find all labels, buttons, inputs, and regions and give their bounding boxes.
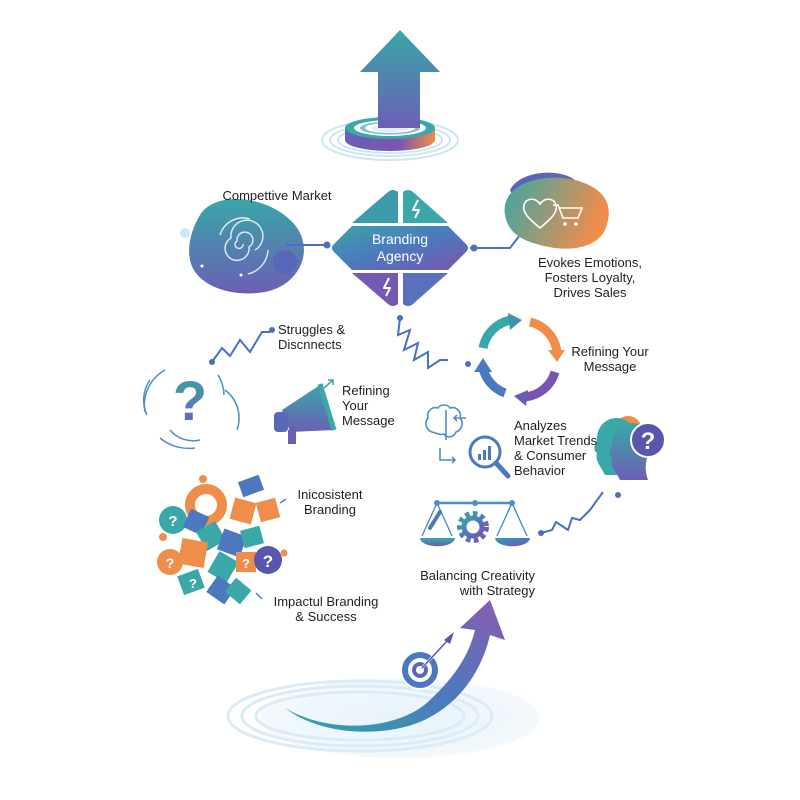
svg-text:?: ? xyxy=(168,513,177,530)
label-struggles: Struggles & Discnnects xyxy=(278,322,358,352)
zigzag-line xyxy=(396,317,448,370)
label-line: Behavior xyxy=(514,463,566,478)
label-analyzes: Analyzes Market Trends & Consumer Behavi… xyxy=(514,418,604,478)
label-line: Discnnects xyxy=(278,337,342,352)
label-evokes: Evokes Emotions, Fosters Loyalty, Drives… xyxy=(530,255,650,300)
spiral-blob-icon xyxy=(180,198,304,294)
zigzag-line xyxy=(540,491,604,534)
branding-agency-diamond xyxy=(332,190,468,306)
label-line: Market Trends xyxy=(514,433,598,448)
label-line: Your xyxy=(342,398,369,413)
lightning-bolt-icon xyxy=(383,277,391,297)
label-balancing: Balancing Creativity with Strategy xyxy=(405,568,535,598)
label-competitive-market: Compettive Market xyxy=(222,188,332,203)
label-text: Compettive Market xyxy=(222,188,332,203)
scattered-shapes-icon: ? ? ? ? ? xyxy=(157,474,288,605)
label-line: Struggles & xyxy=(278,322,346,337)
cycle-arrows-icon xyxy=(474,313,565,406)
heads-question-icon: ? xyxy=(594,416,666,480)
label-refining-cycle: Refining Your Message xyxy=(562,344,658,374)
label-line: Refining Your xyxy=(571,344,649,359)
label-impactful: Impactul Branding & Success xyxy=(266,594,386,624)
megaphone-icon xyxy=(274,379,337,444)
label-line: & Success xyxy=(295,609,357,624)
label-line: Inicosistent xyxy=(297,487,363,502)
label-line: Drives Sales xyxy=(553,285,627,300)
label-line: Analyzes xyxy=(514,418,567,433)
label-inconsistent: Inicosistent Branding xyxy=(290,487,370,517)
heart-cart-icon xyxy=(504,172,609,249)
label-branding-agency: Branding Agency xyxy=(350,231,450,265)
brain-magnifier-icon xyxy=(425,404,511,479)
lightning-bolt-icon xyxy=(412,199,420,219)
label-line: Fosters Loyalty, xyxy=(544,270,636,285)
svg-text:?: ? xyxy=(166,555,175,571)
label-line: Evokes Emotions, xyxy=(537,255,643,270)
label-line: Refining xyxy=(342,383,390,398)
label-line: with Strategy xyxy=(459,583,535,598)
label-line: Message xyxy=(583,359,637,374)
label-line: Impactul Branding xyxy=(273,594,379,609)
label-line: Message xyxy=(342,413,395,428)
label-line: & Consumer xyxy=(514,448,587,463)
svg-text:?: ? xyxy=(263,552,273,571)
zigzag-line xyxy=(211,331,270,363)
label-refining-megaphone: Refining Your Message xyxy=(342,383,412,428)
title-line: Branding xyxy=(371,231,429,247)
svg-text:?: ? xyxy=(189,576,197,591)
svg-text:?: ? xyxy=(242,556,250,571)
svg-text:?: ? xyxy=(173,369,207,432)
svg-text:?: ? xyxy=(641,428,656,455)
question-swirl-icon: ? xyxy=(142,369,240,450)
up-arrow-on-podium-icon xyxy=(321,30,459,161)
label-line: Branding xyxy=(303,502,357,517)
target-arrow-icon xyxy=(226,600,540,758)
label-line: Balancing Creativity xyxy=(420,568,535,583)
scale-gear-icon xyxy=(420,500,530,547)
title-line: Agency xyxy=(376,248,424,264)
